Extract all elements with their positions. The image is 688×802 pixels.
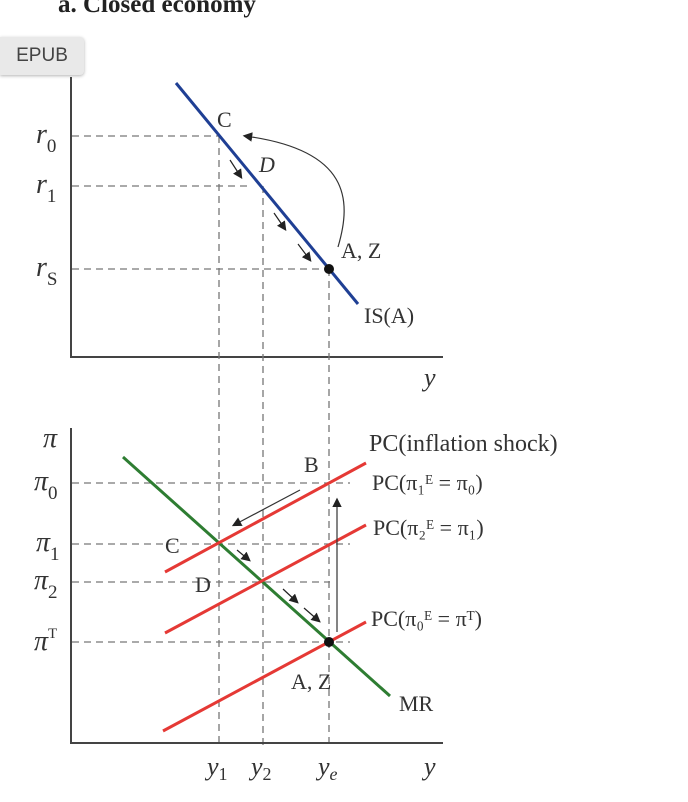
b-to-c-arrow: [231, 489, 301, 527]
path-arrow: [273, 212, 287, 231]
pc1-label: PC(π₁ᴱ = π₀): [372, 470, 483, 495]
r0-label: r0: [36, 119, 56, 157]
mr-label: MR: [399, 691, 434, 716]
point-az-label: A, Z: [341, 238, 381, 263]
point-b-label: B: [304, 452, 319, 477]
bottom-panel: π π0 π1 π2 πT y1 y2 ye y B C D A, Z MR P…: [34, 423, 558, 784]
is-curve-label: IS(A): [364, 303, 414, 328]
point-d-label: D: [258, 152, 275, 177]
pc-shock-label: PC(inflation shock): [369, 431, 558, 457]
path-arrow: [282, 588, 299, 604]
pi0-label: π0: [34, 466, 58, 504]
pc-curve-pi1: [164, 523, 367, 635]
r1-label: r1: [36, 169, 56, 207]
point-d-label-bottom: D: [195, 572, 211, 597]
path-arrow: [303, 607, 321, 623]
pc-curve-shock: [164, 461, 367, 574]
pi2-label: π2: [34, 565, 58, 603]
rs-label: rS: [36, 252, 57, 290]
piT-label: πT: [34, 626, 57, 657]
ye-label: ye: [315, 752, 338, 784]
y1-label: y1: [204, 752, 228, 784]
point-a-z-top: [324, 264, 334, 274]
pc2-label: PC(π₂ᴱ = π₁): [373, 515, 484, 540]
shock-jump-arrow: [242, 132, 345, 248]
epub-button[interactable]: EPUB: [0, 37, 84, 75]
y2-label: y2: [248, 752, 272, 784]
bottom-x-axis-label: y: [421, 752, 436, 781]
pi-axis-label: π: [43, 423, 58, 454]
point-c-label: C: [217, 107, 232, 132]
pc-curve-target: [162, 620, 367, 733]
point-az-label-bottom: A, Z: [291, 669, 331, 694]
point-c-label-bottom: C: [165, 533, 180, 558]
path-arrow: [297, 243, 312, 262]
pc0-label: PC(π₀ᴱ = πᵀ): [371, 606, 482, 631]
top-x-axis-label: y: [421, 363, 436, 392]
mr-curve: [121, 455, 392, 698]
top-panel: r0 r1 rS C D A, Z IS(A) y: [36, 77, 443, 745]
path-arrow: [229, 159, 243, 180]
point-a-z-bottom: [324, 637, 334, 647]
figure-title: a. Closed economy: [58, 0, 256, 18]
path-arrow: [236, 549, 251, 562]
pi1-label: π1: [36, 527, 60, 565]
